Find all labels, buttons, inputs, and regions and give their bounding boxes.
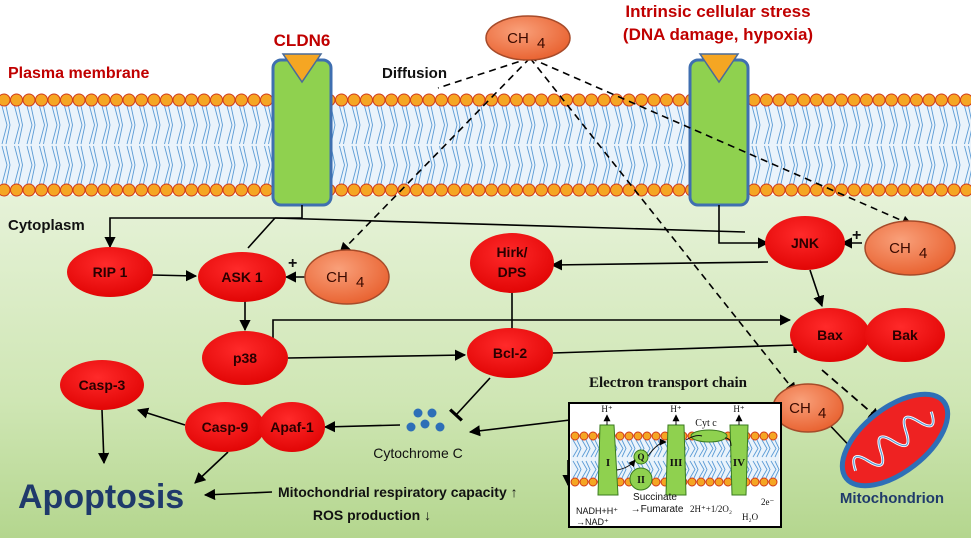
rip1-node: RIP 1 [67,247,153,297]
ch4-jnk-node: CH 4 [864,220,956,276]
etc-succinate: Succinate [633,492,677,503]
casp3-node: Casp-3 [60,360,144,410]
svg-text:CH: CH [507,30,529,47]
svg-text:Casp-9: Casp-9 [202,419,249,435]
stress-label-line2: (DNA damage, hypoxia) [623,25,813,44]
svg-text:Apaf-1: Apaf-1 [270,419,314,435]
casp9-node: Casp-9 [185,402,265,452]
etc-inset: I II Q III Cyt c IV H⁺ H⁺ H⁺ Succinate →… [568,402,782,528]
etc-q: Q [637,452,644,462]
cldn6-label: CLDN6 [274,31,331,50]
plasma-membrane-label: Plasma membrane [8,65,150,82]
ros-label: ROS production ↓ [313,507,431,523]
apaf1-node: Apaf-1 [259,402,325,452]
stress-receptor [688,53,750,207]
svg-text:Casp-3: Casp-3 [79,377,126,393]
cytochrome-c-dots [406,408,445,432]
svg-text:4: 4 [818,405,826,422]
etc-fumarate: →Fumarate [631,504,684,515]
svg-text:p38: p38 [233,350,257,366]
stress-label-line1: Intrinsic cellular stress [625,2,810,21]
ch4-top-node: CH 4 [485,15,571,61]
svg-text:DPS: DPS [498,264,527,280]
svg-text:Bax: Bax [817,327,843,343]
plus-jnk: + [852,227,861,244]
cytochrome-c-label: Cytochrome C [373,445,462,461]
diffusion-arrows [339,57,914,394]
svg-text:4: 4 [919,245,927,262]
etc-h-plus-4: H⁺ [733,404,744,414]
etc-complex-4: IV [733,457,745,469]
svg-text:4: 4 [356,274,364,291]
svg-text:CH: CH [789,400,811,417]
etc-h-plus-1: H⁺ [601,404,612,414]
mitochondrion-icon [839,391,951,489]
apoptosis-label: Apoptosis [18,478,184,516]
svg-text:CH: CH [326,269,348,286]
etc-complex-2: II [637,475,645,486]
ask1-node: ASK 1 [198,252,286,302]
svg-text:CH: CH [889,240,911,257]
mito-capacity-label: Mitochondrial respiratory capacity ↑ [278,484,518,500]
etc-cyt-c: Cyt c [695,418,717,429]
etc-nadh: NADH+H⁺ [576,506,618,516]
svg-text:4: 4 [537,35,545,52]
hirk-dps-node: Hirk/ DPS [470,233,554,293]
bax-node: Bax [790,308,870,362]
etc-h2o: H₂O [742,512,759,522]
svg-text:Bak: Bak [892,327,918,343]
jnk-node: JNK [765,216,845,270]
etc-2e: 2e⁻ [761,497,774,507]
ch4-ask1-node: CH 4 [304,249,390,305]
etc-o2: 2H⁺+1/2O₂ [690,504,732,514]
svg-text:RIP 1: RIP 1 [93,264,128,280]
etc-title: Electron transport chain [589,375,748,391]
svg-text:Hirk/: Hirk/ [496,244,527,260]
p38-node: p38 [202,331,288,385]
mitochondrion-label: Mitochondrion [840,490,944,507]
bcl2-node: Bcl-2 [467,328,553,378]
etc-nad: →NAD⁺ [576,517,609,527]
svg-text:JNK: JNK [791,235,819,251]
svg-text:ASK 1: ASK 1 [221,269,262,285]
plus-ask1: + [288,255,297,272]
plasma-membrane [0,93,971,197]
cytoplasm-label: Cytoplasm [8,217,85,234]
diffusion-label: Diffusion [382,65,447,82]
etc-complex-1: I [606,457,610,469]
ch4-etc-node: CH 4 [772,383,844,433]
bak-node: Bak [865,308,945,362]
etc-complex-3: III [670,457,683,469]
svg-text:Bcl-2: Bcl-2 [493,345,527,361]
extracellular-space [0,0,971,90]
lipid-tails [1,105,971,185]
etc-h-plus-3: H⁺ [670,404,681,414]
cldn6-receptor [271,53,333,207]
